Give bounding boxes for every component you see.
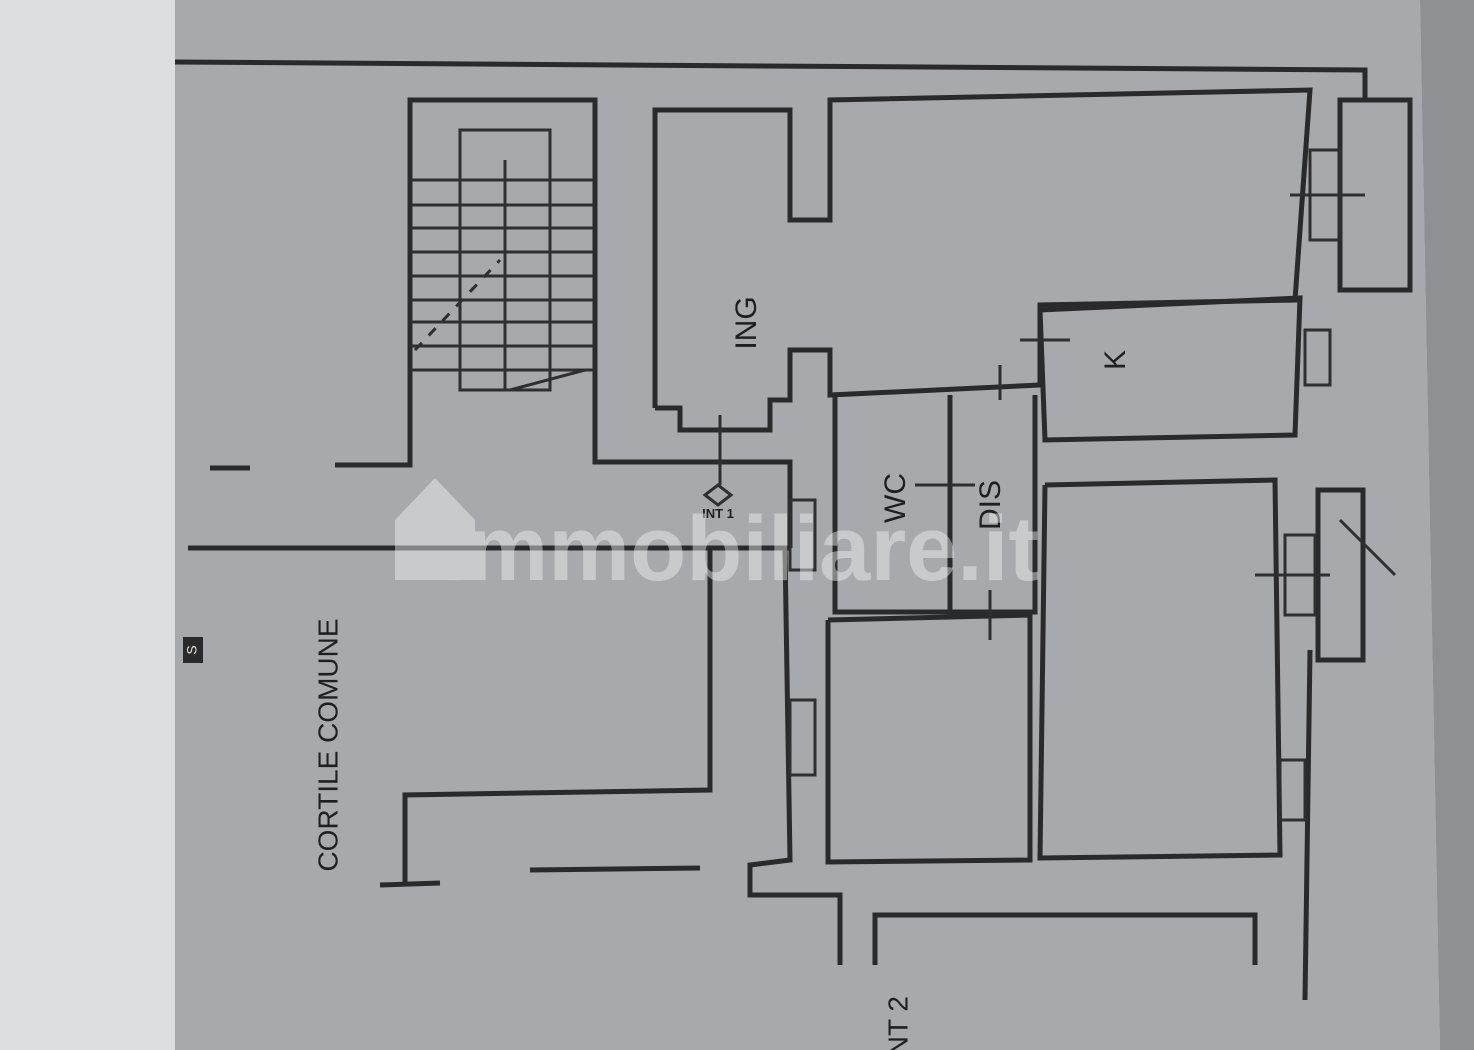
- watermark-text: immobiliare.it: [441, 498, 1039, 600]
- house-logo-icon: [395, 478, 475, 580]
- courtyard-label: CORTILE COMUNE: [312, 618, 343, 871]
- room-label-ing: ING: [730, 296, 763, 349]
- unit-2-label: INT 2: [882, 996, 913, 1050]
- paper-edge-shadow: [1420, 0, 1474, 1050]
- paper-sheet: [175, 0, 1440, 1050]
- room-label-wc: WC: [879, 473, 912, 523]
- walls: [174, 59, 1413, 1001]
- room-label-k: K: [1099, 350, 1132, 370]
- room-label-dis: DIS: [974, 480, 1007, 530]
- unit-1-label: INT 1: [702, 506, 734, 521]
- sheet-marker-box: [183, 637, 203, 663]
- sheet-marker: S: [184, 645, 200, 654]
- watermark: immobiliare.it: [395, 478, 1039, 600]
